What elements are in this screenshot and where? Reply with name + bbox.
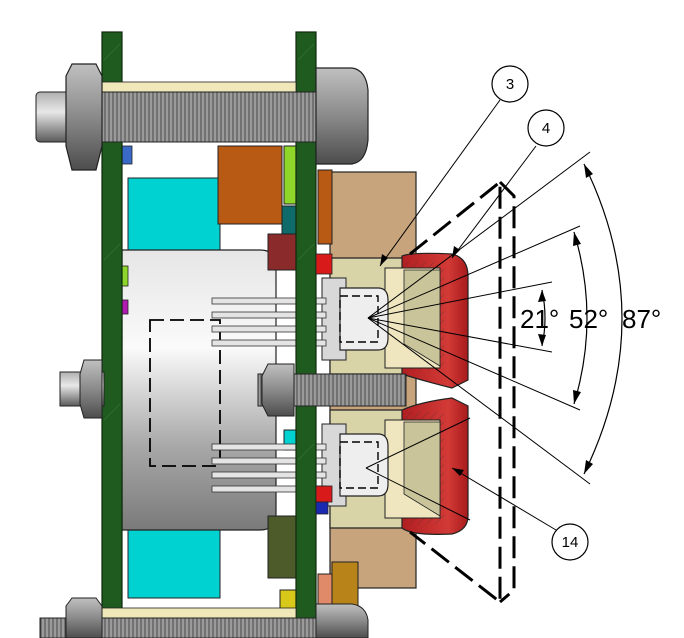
dashed-envelope [409,178,516,606]
angle-label-outer: 87° [622,304,661,334]
svg-text:4: 4 [542,120,550,137]
pins-bottom [211,443,327,493]
callout-3: 3 [491,65,529,103]
salmon-block [317,573,333,607]
callout-14: 14 [551,523,589,561]
funnel-top-shade [403,269,441,367]
orange-block [217,145,283,225]
red-pad-1 [315,253,333,275]
callout-leaders [379,99,557,531]
pcb-plate-left [101,31,123,638]
svg-text:3: 3 [506,76,514,93]
blue-small [121,145,133,165]
top-bolt [35,63,369,171]
brown-block-bottom [331,561,359,607]
cyan-block-top [127,177,221,251]
pcb-plate-middle [295,31,317,638]
lime-block-top [283,145,297,205]
angle-label-middle: 52° [569,304,608,334]
red-pad-3 [315,485,333,503]
sensor-top [321,277,389,361]
callout-4: 4 [527,109,565,147]
bottom-bolt [39,597,369,638]
middle-bolt [59,359,407,419]
pins-top [211,297,327,347]
blue-pad [315,501,329,515]
olive-block-bottom [267,515,299,579]
motor-hidden-outline [149,319,221,467]
angle-label-inner: 21° [520,304,559,334]
svg-text:14: 14 [562,534,579,551]
dark-red-block [267,233,297,271]
olive-block-top [317,169,333,245]
cyan-block-bottom [127,529,221,599]
angle-arrowheads [538,164,593,474]
angle-rays [365,151,591,521]
callout-leader-arrows [380,246,464,476]
